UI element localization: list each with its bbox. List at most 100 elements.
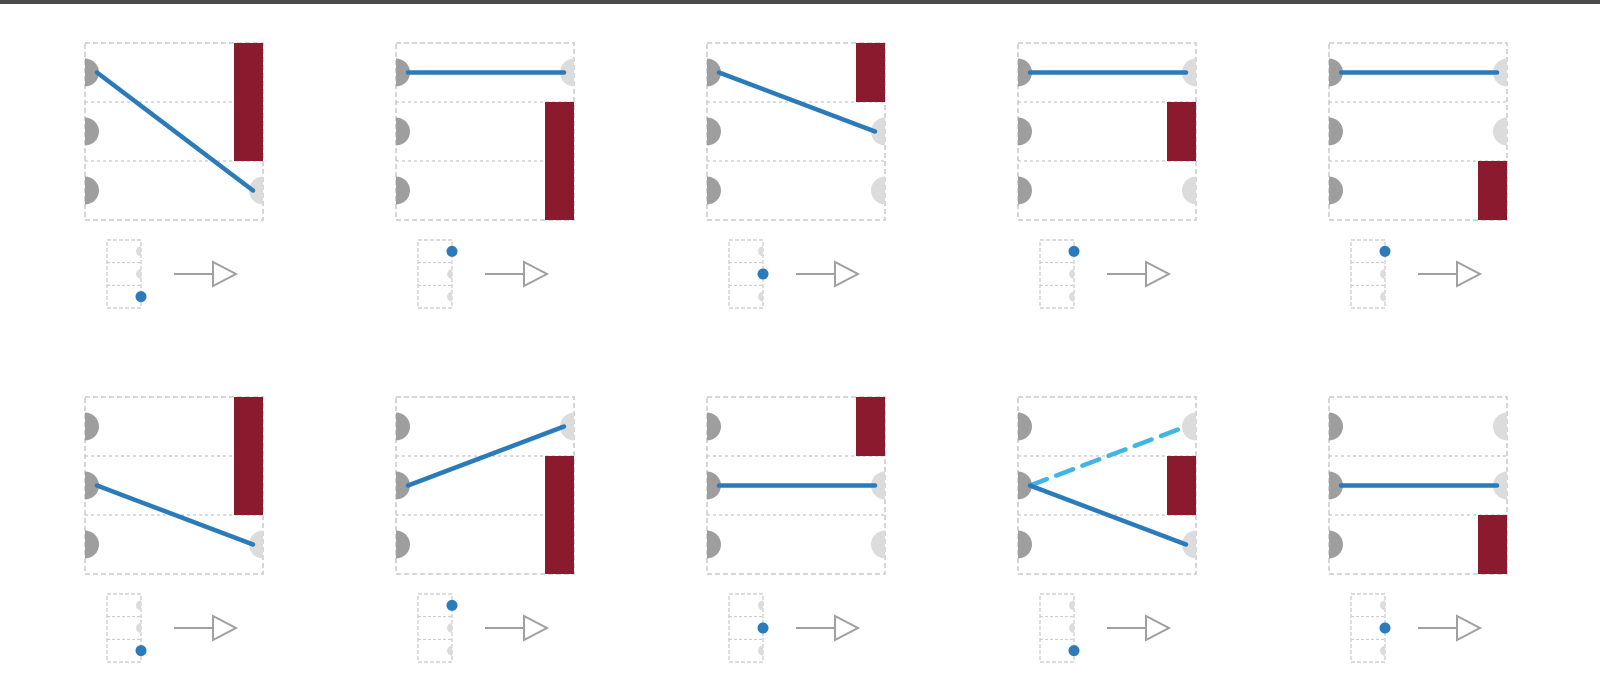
left-node [396,471,410,500]
mini-marker [446,245,458,257]
left-node [1329,412,1343,441]
panel-7 [395,396,575,663]
left-node [1329,117,1343,146]
panel-6 [84,396,264,663]
right-node [1182,58,1196,87]
left-node [396,412,410,441]
connection-line [405,424,567,488]
mini-marker [1068,645,1080,657]
duration-bar [856,43,885,102]
left-node [85,412,99,441]
mini-node [1069,269,1074,279]
mini-node [136,269,141,279]
top-divider-bar [0,0,1600,4]
left-node [396,58,410,87]
connection-line [1027,483,1189,547]
panel-8 [706,396,886,663]
left-node [1329,530,1343,559]
node-group [707,58,885,205]
duration-bar [545,456,574,574]
left-node [1018,58,1032,87]
right-node [1493,58,1507,87]
mini-node [447,269,452,279]
panel-3 [706,42,886,309]
arrow-head [212,614,239,642]
left-node [1018,117,1032,146]
right-node [249,176,263,205]
mini-marker [757,622,769,634]
arrow-head [834,260,861,288]
left-node [85,117,99,146]
mini-marker [135,645,147,657]
right-node [1182,412,1196,441]
left-node [85,176,99,205]
left-node [85,530,99,559]
mini-node [758,600,763,611]
mini-marker [446,599,458,611]
left-node [1329,471,1343,500]
arrow-head [1456,260,1483,288]
right-node [560,412,574,441]
mini-node [1380,269,1385,279]
mini-marker [1379,622,1391,634]
node-group [1018,58,1196,205]
mini-node [1380,291,1385,302]
left-node [1329,58,1343,87]
arrow-head [834,614,861,642]
panel-1 [84,42,264,309]
left-node [396,530,410,559]
left-node [85,58,99,87]
right-node [871,471,885,500]
mini-node [1069,600,1074,611]
duration-bar [1478,515,1507,574]
mini-node [1069,623,1074,633]
left-node [1329,176,1343,205]
mini-marker [1068,245,1080,257]
connection-line [94,483,256,547]
duration-bar [1167,102,1196,161]
left-node [707,117,721,146]
mini-node [758,246,763,257]
right-node [871,530,885,559]
mini-node [1380,645,1385,656]
left-node [1018,176,1032,205]
mini-node [447,623,452,633]
duration-bar [234,43,263,161]
left-node [1018,412,1032,441]
right-node [1182,530,1196,559]
mini-node [136,623,141,633]
left-node [85,471,99,500]
right-node [249,530,263,559]
left-node [707,530,721,559]
right-node [1493,117,1507,146]
duration-bar [856,397,885,456]
panel-9 [1017,396,1197,663]
mini-node [447,645,452,656]
arrow-head [212,260,239,288]
mini-node [136,600,141,611]
left-node [396,176,410,205]
connection-line [94,70,256,193]
right-node [871,176,885,205]
duration-bar [234,397,263,515]
right-node [1182,176,1196,205]
arrow-head [1145,614,1172,642]
left-node [1018,471,1032,500]
right-node [1493,471,1507,500]
left-node [707,412,721,441]
duration-bar [1478,161,1507,220]
dashed-connection-line [1027,424,1189,488]
panel-2 [395,42,575,309]
duration-bar [1167,456,1196,515]
left-node [707,58,721,87]
left-node [707,471,721,500]
left-node [1018,530,1032,559]
panel-5 [1328,42,1508,309]
left-node [396,117,410,146]
mini-node [1380,600,1385,611]
arrow-head [1456,614,1483,642]
mini-node [136,246,141,257]
panel-10 [1328,396,1508,663]
mini-node [447,291,452,302]
mini-marker [135,291,147,303]
